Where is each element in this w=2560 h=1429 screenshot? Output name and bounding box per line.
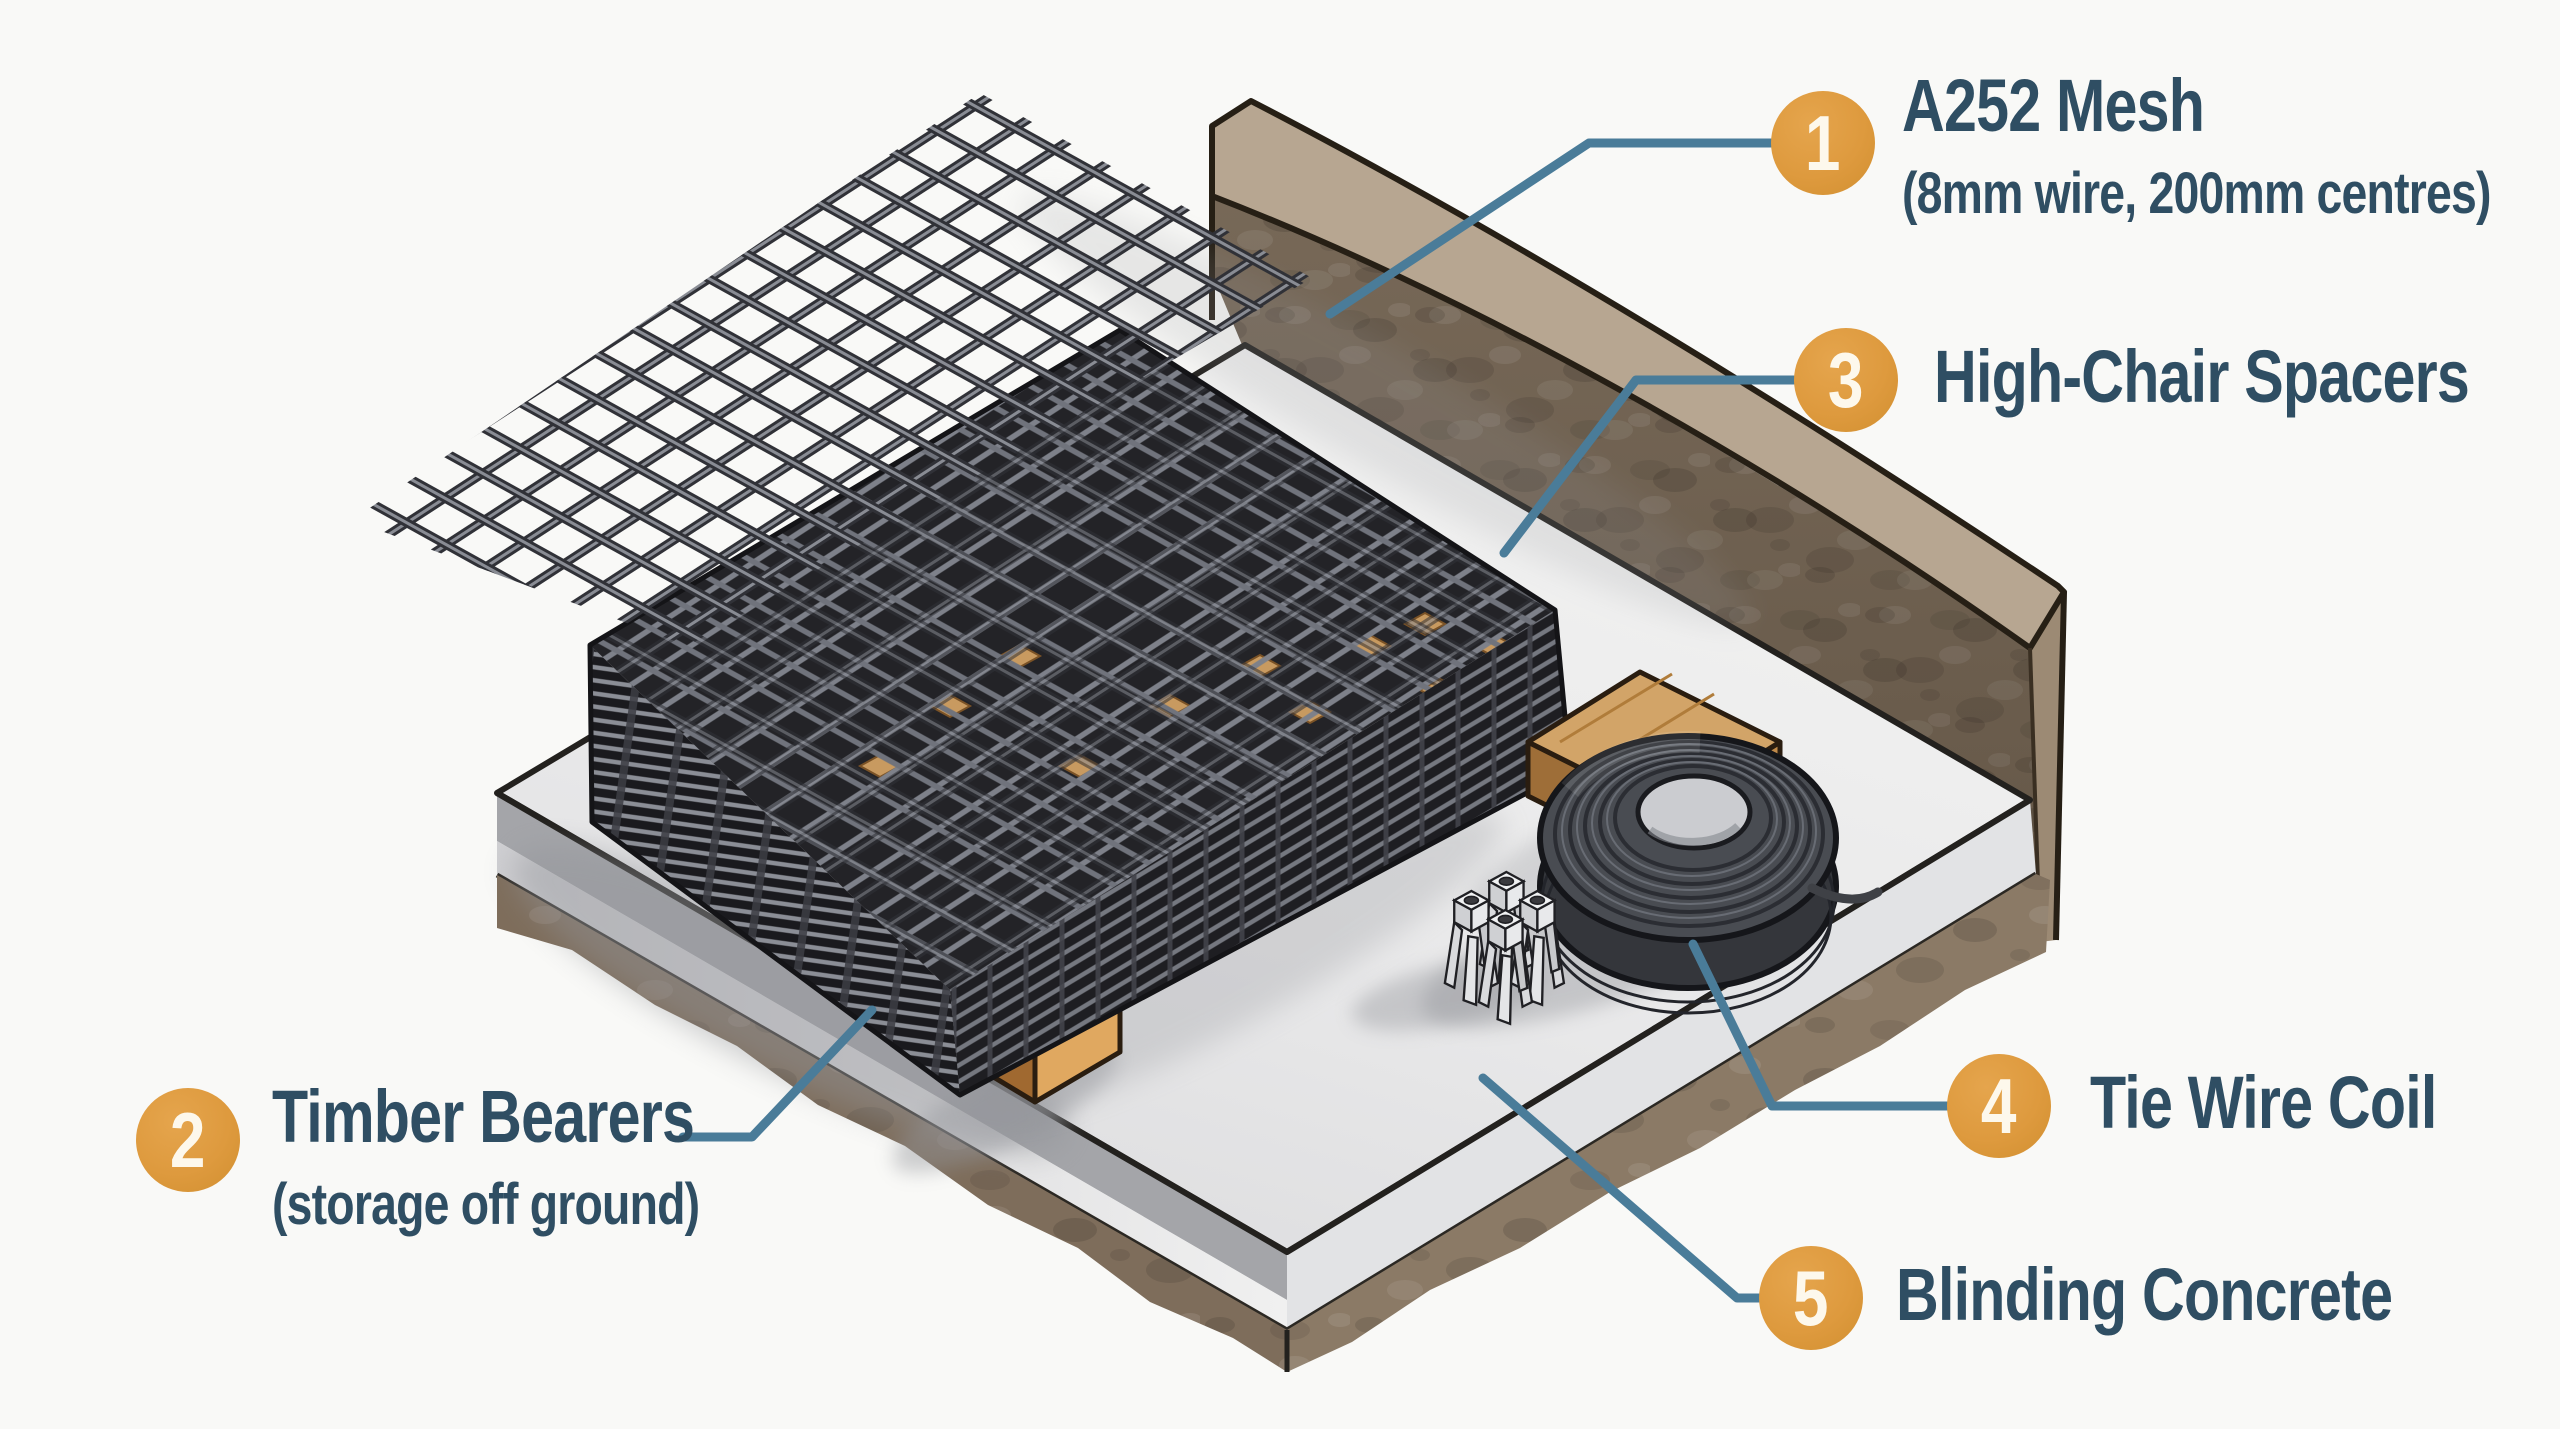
- tie-wire-coil: [1537, 730, 1883, 1015]
- slab-edge-se: [1287, 800, 2036, 1330]
- badge-2: 2: [136, 1088, 240, 1192]
- callout-title: Timber Bearers: [272, 1075, 695, 1158]
- callout-subtitle: (8mm wire, 200mm centres): [1902, 161, 2491, 226]
- callout-title: Blinding Concrete: [1896, 1253, 2393, 1336]
- wire-end: [1807, 883, 1883, 904]
- callout-timber-bearers: Timber Bearers (storage off ground): [272, 1080, 806, 1234]
- badge-3: 3: [1794, 328, 1898, 432]
- badge-4: 4: [1947, 1054, 2051, 1158]
- callout-high-chair-spacers: High-Chair Spacers: [1934, 340, 2560, 414]
- leader-lines: [678, 138, 1952, 1303]
- callout-a252-mesh: A252 Mesh (8mm wire, 200mm centres): [1902, 69, 2560, 223]
- leader-line-4: [1688, 939, 1952, 1111]
- leader-line-5: [1478, 1073, 1764, 1303]
- callout-tie-wire-coil: Tie Wire Coil: [2090, 1066, 2523, 1140]
- callout-title: Tie Wire Coil: [2090, 1061, 2437, 1144]
- callout-subtitle: (storage off ground): [272, 1172, 700, 1237]
- leader-line-2: [678, 1005, 877, 1142]
- badge-1: 1: [1771, 91, 1875, 195]
- callout-title: A252 Mesh: [1902, 64, 2205, 147]
- callout-title: High-Chair Spacers: [1934, 335, 2470, 418]
- badge-5: 5: [1759, 1246, 1863, 1350]
- callout-blinding-concrete: Blinding Concrete: [1896, 1258, 2516, 1332]
- leader-line-3: [1499, 375, 1799, 558]
- leader-line-1: [1325, 138, 1776, 319]
